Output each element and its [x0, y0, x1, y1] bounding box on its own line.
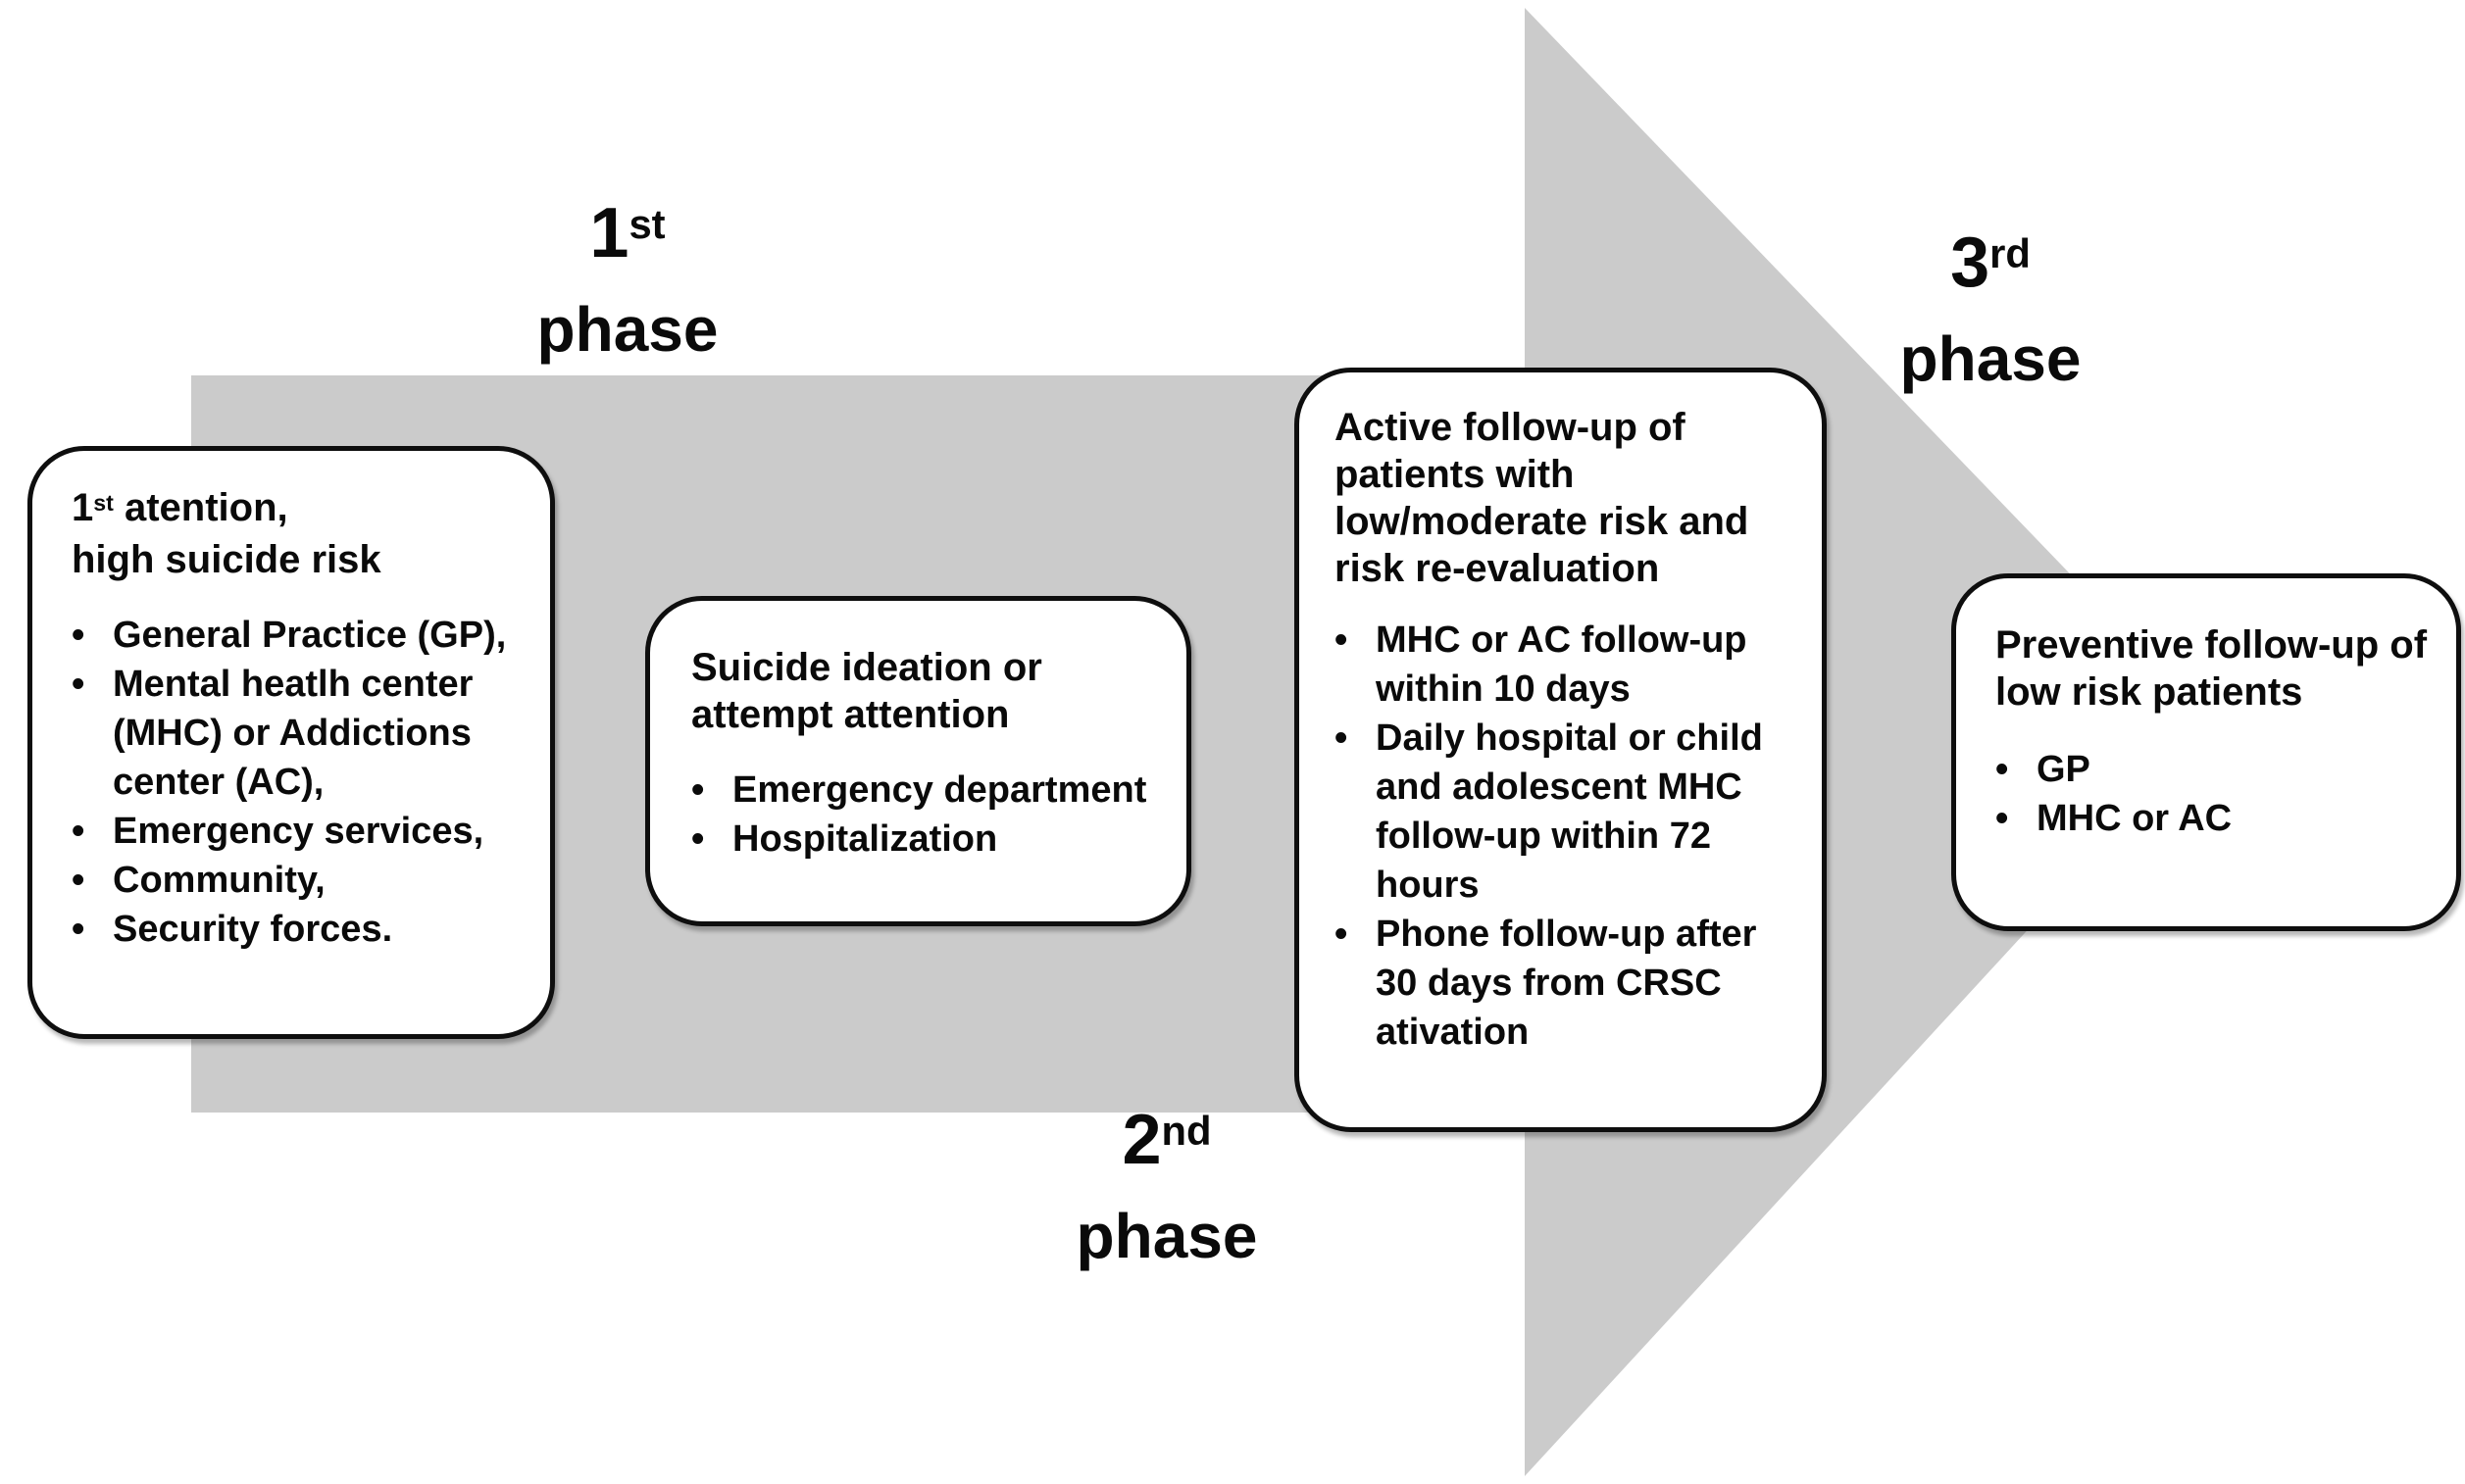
bullet-icon: •: [691, 769, 705, 811]
phase-1-label: 1st phase: [422, 196, 833, 363]
box1-title-line1: 1st atention,: [72, 486, 288, 529]
box3-title-line2: patients with: [1334, 453, 1575, 496]
phase1-first-attention-box: 1st atention, high suicide risk •General…: [27, 446, 555, 1039]
list-item: •Emergency services,: [72, 807, 525, 856]
bullet-icon: •: [691, 818, 705, 860]
list-item: •Community,: [72, 856, 525, 905]
box4-title-line1: Preventive follow-up of: [1995, 623, 2428, 667]
phase-3-word: phase: [1899, 323, 2082, 394]
list-item: •Phone follow-up after 30 days from CRSC…: [1334, 910, 1802, 1057]
box4-bullet-list: •GP •MHC or AC: [1995, 745, 2442, 843]
phase-3-label: 3rd phase: [1785, 225, 2196, 392]
list-item: •Emergency department: [691, 766, 1161, 815]
list-item: •Mental heatlh center (MHC) or Addiction…: [72, 660, 525, 807]
bullet-icon: •: [1334, 619, 1348, 661]
bullet-icon: •: [1995, 798, 2009, 839]
box3-title-line3: low/moderate risk and: [1334, 500, 1749, 543]
box4-title-line2: low risk patients: [1995, 670, 2303, 714]
box3-title-line1: Active follow-up of: [1334, 406, 1685, 449]
box1-bullet-list: •General Practice (GP), •Mental heatlh c…: [72, 611, 525, 954]
box1-title-line2: high suicide risk: [72, 538, 381, 581]
list-item: •MHC or AC: [1995, 794, 2442, 843]
list-item: •MHC or AC follow-up within 10 days: [1334, 616, 1802, 714]
bullet-icon: •: [72, 811, 85, 852]
box2-title-line2: attempt attention: [691, 693, 1010, 736]
bullet-icon: •: [1334, 717, 1348, 759]
bullet-icon: •: [1334, 914, 1348, 955]
box2-bullet-list: •Emergency department •Hospitalization: [691, 766, 1161, 864]
list-item: •Daily hospital or child and adolescent …: [1334, 714, 1802, 910]
box3-title-line4: risk re-evaluation: [1334, 547, 1660, 590]
phase-2-word: phase: [1076, 1201, 1258, 1271]
phase-2-ordinal: 2nd: [1122, 1101, 1212, 1179]
phase2-active-follow-up-box: Active follow-up of patients with low/mo…: [1294, 368, 1827, 1132]
phase2-attention-box: Suicide ideation or attempt attention •E…: [645, 596, 1191, 926]
box3-bullet-list: •MHC or AC follow-up within 10 days •Dai…: [1334, 616, 1802, 1057]
phase-2-label: 2nd phase: [961, 1103, 1373, 1269]
bullet-icon: •: [72, 909, 85, 950]
bullet-icon: •: [1995, 749, 2009, 790]
bullet-icon: •: [72, 615, 85, 656]
phase-3-ordinal: 3rd: [1950, 223, 2031, 302]
list-item: •Hospitalization: [691, 815, 1161, 864]
phase-1-ordinal: 1st: [589, 194, 666, 272]
phase-1-word: phase: [536, 294, 719, 365]
list-item: •Security forces.: [72, 905, 525, 954]
list-item: •General Practice (GP),: [72, 611, 525, 660]
bullet-icon: •: [72, 664, 85, 705]
list-item: •GP: [1995, 745, 2442, 794]
phase3-preventive-follow-up-box: Preventive follow-up of low risk patient…: [1951, 573, 2461, 931]
bullet-icon: •: [72, 860, 85, 901]
box2-title-line1: Suicide ideation or: [691, 646, 1042, 689]
